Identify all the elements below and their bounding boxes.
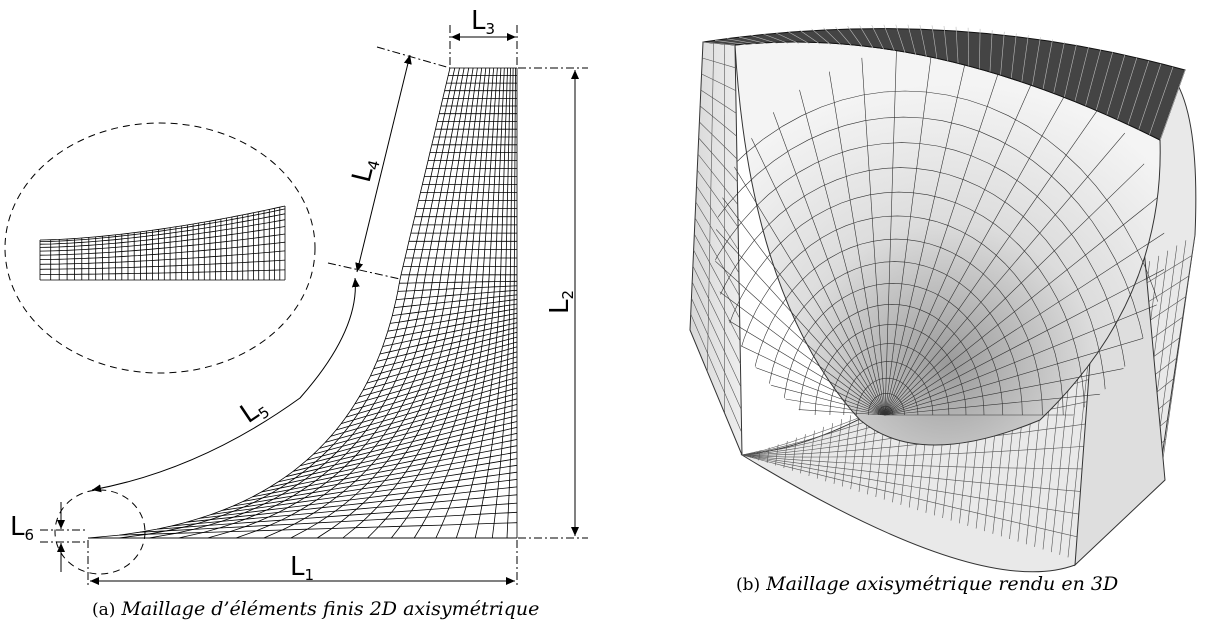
caption-a-text: Maillage d’éléments finis 2D axisymétriq… bbox=[121, 598, 540, 620]
mesh-3d-render bbox=[689, 24, 1197, 573]
label-l1: L1 bbox=[290, 552, 314, 584]
zoom-ellipse-tip bbox=[54, 489, 146, 575]
caption-a-tag: (a) bbox=[92, 600, 116, 620]
zoom-inset-mesh bbox=[39, 205, 286, 281]
caption-a: (a) Maillage d’éléments finis 2D axisymé… bbox=[92, 598, 539, 620]
caption-b: (b) Maillage axisymétrique rendu en 3D bbox=[736, 573, 1118, 595]
dimension-labels: L3 L2 L1 L4 L5 L6 bbox=[10, 6, 577, 584]
caption-b-text: Maillage axisymétrique rendu en 3D bbox=[766, 573, 1119, 595]
label-l3: L3 bbox=[471, 6, 495, 38]
zoom-inset-ellipse bbox=[4, 122, 316, 374]
label-l4: L4 bbox=[347, 155, 384, 186]
label-l6: L6 bbox=[10, 512, 34, 544]
label-l2: L2 bbox=[545, 290, 577, 314]
mesh-2d-lines bbox=[87, 67, 518, 539]
caption-b-tag: (b) bbox=[736, 575, 761, 595]
dimension-lines bbox=[40, 25, 588, 588]
mesh-2d bbox=[87, 67, 518, 539]
label-l5: L5 bbox=[235, 391, 273, 431]
